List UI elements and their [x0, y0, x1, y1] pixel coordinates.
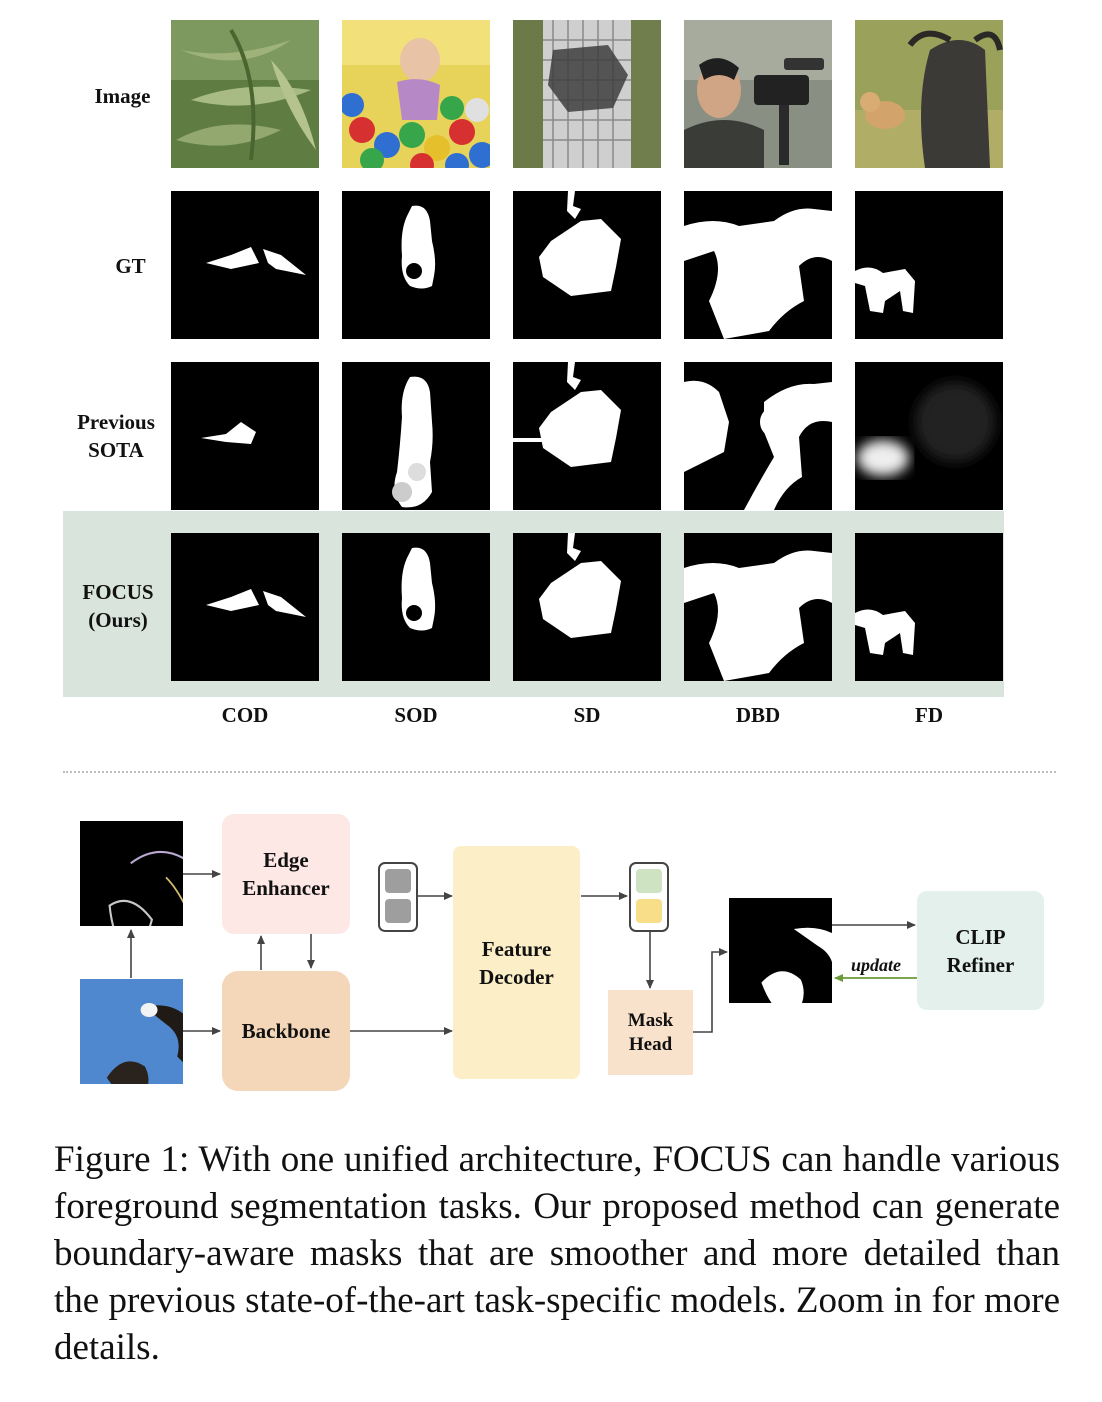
column-label-fd: FD	[915, 703, 943, 727]
row-label-previous-sota: Previous SOTA	[77, 410, 155, 462]
gt-mask-cod	[171, 191, 319, 339]
ours-mask-cod	[171, 533, 319, 681]
sota-mask-dbd	[684, 362, 832, 510]
sota-mask-sod	[342, 362, 490, 510]
column-label-cod: COD	[221, 703, 269, 727]
ours-mask-fd	[855, 533, 1003, 681]
column-label-sod: SOD	[394, 703, 438, 727]
sota-mask-fd	[855, 362, 1003, 510]
mask-head-box: Mask Head	[608, 990, 693, 1075]
row-label-focus-ours: FOCUS (Ours)	[82, 580, 154, 632]
output-query-tokens	[629, 862, 669, 932]
ours-mask-dbd	[684, 533, 832, 681]
gt-mask-dbd	[684, 191, 832, 339]
update-label: update	[851, 955, 902, 975]
row-label-image: Image	[94, 84, 151, 108]
sota-mask-cod	[171, 362, 319, 510]
ours-mask-sod	[342, 533, 490, 681]
gt-mask-sod	[342, 191, 490, 339]
diagram-connectors	[127, 870, 917, 1035]
gt-mask-fd	[855, 191, 1003, 339]
ours-mask-sd	[513, 533, 661, 681]
column-label-sd: SD	[573, 703, 601, 727]
input-query-tokens	[378, 862, 418, 932]
image-sd-shadow-grid	[513, 20, 661, 168]
sota-mask-sd	[513, 362, 661, 510]
backbone-box: Backbone	[222, 971, 350, 1091]
row-label-gt: GT	[115, 254, 146, 278]
column-label-dbd: DBD	[735, 703, 781, 727]
image-fd-buffalo-cub	[855, 20, 1003, 168]
image-cod-leaves	[171, 20, 319, 168]
section-separator	[63, 771, 1056, 773]
figure-caption: Figure 1: With one unified architecture,…	[54, 1139, 1060, 1368]
edge-enhancer-box: Edge Enhancer	[222, 814, 350, 934]
output-mask-image	[729, 898, 832, 1003]
image-dbd-cameraman	[684, 20, 832, 168]
clip-refiner-box: CLIP Refiner	[917, 891, 1044, 1010]
image-sod-baby-balls	[342, 20, 490, 168]
gt-mask-sd	[513, 191, 661, 339]
input-eagle-image	[80, 979, 183, 1084]
feature-decoder-box: Feature Decoder	[453, 846, 580, 1079]
edge-map-image	[80, 821, 183, 926]
